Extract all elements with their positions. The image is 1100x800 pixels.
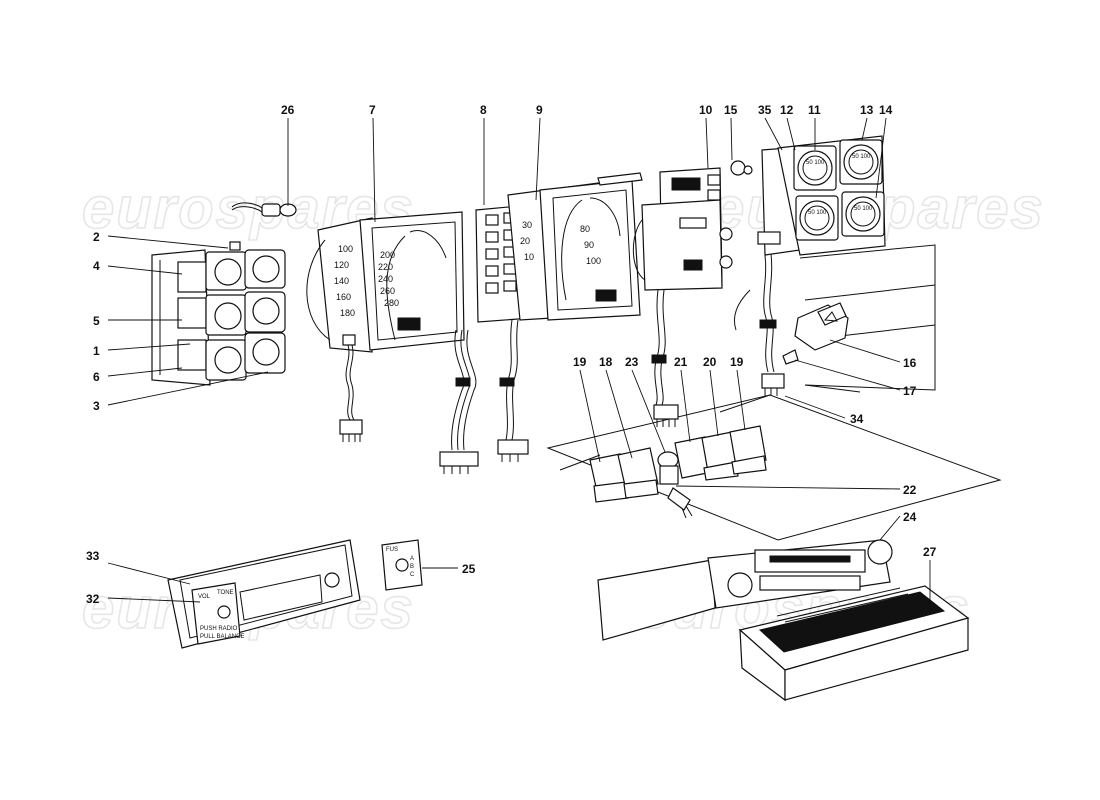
control-module-part	[632, 160, 753, 427]
gauge-scale-text: 50 100	[806, 160, 825, 166]
callout-label: 25	[462, 562, 476, 576]
speedo-tick: 220	[378, 262, 393, 272]
speedo-tick: 160	[336, 292, 351, 302]
callout-label: 8	[480, 103, 487, 117]
callout-label: 12	[780, 103, 794, 117]
callout-label: 35	[758, 103, 772, 117]
callout-label: 11	[808, 103, 821, 117]
gauge-scale-text: 50 100	[854, 206, 873, 212]
radio-console-part	[597, 539, 970, 702]
gauge-scale-text: 50 100	[808, 210, 827, 216]
speedo-tick: 200	[380, 250, 395, 260]
callout-label: 22	[903, 483, 917, 497]
gauge-scale-text: 50 100	[852, 154, 871, 160]
auxiliary-gauge-panel: 50 100 50 100 50 100 50 100	[733, 135, 886, 396]
speedo-tick: 240	[378, 274, 393, 284]
tacho-tick: 10	[524, 252, 534, 262]
speedo-tick: 280	[384, 298, 399, 308]
callout-label: 24	[903, 510, 917, 524]
tacho-tick: 80	[580, 224, 590, 234]
fuse-panel-label: B	[410, 564, 414, 570]
radio-trim-panel: VOL TONE PUSH RADIO PULL BALANCE	[167, 539, 361, 649]
callout-label: 19	[730, 355, 744, 369]
speedo-tick: 140	[334, 276, 349, 286]
radio-panel-label: PULL BALANCE	[200, 634, 244, 640]
console-outline	[546, 244, 1002, 541]
callout-label: 23	[625, 355, 639, 369]
leader-lines	[107, 117, 931, 610]
callout-label: 33	[86, 549, 100, 563]
tacho-tick: 20	[520, 236, 530, 246]
callout-label: 19	[573, 355, 587, 369]
fuse-panel-label: FUS	[386, 547, 398, 553]
callout-label: 4	[93, 259, 100, 273]
callout-label: 20	[703, 355, 717, 369]
hazard-switch-part	[782, 302, 849, 365]
tacho-tick: 30	[522, 220, 532, 230]
callout-label: 5	[93, 314, 100, 328]
callout-label: 21	[674, 355, 688, 369]
fuse-panel-label: C	[410, 572, 415, 578]
callout-label: 32	[86, 592, 100, 606]
callout-label: 13	[860, 103, 874, 117]
callout-label: 2	[93, 230, 100, 244]
callout-label: 3	[93, 399, 100, 413]
speedo-tick: 100	[338, 244, 353, 254]
tacho-tick: 100	[586, 256, 601, 266]
callout-label: 1	[93, 344, 100, 358]
radio-panel-label: TONE	[217, 590, 234, 596]
callout-label: 34	[850, 412, 864, 426]
fuse-panel-label: A	[410, 556, 414, 562]
rocker-switch-row	[589, 425, 767, 519]
speedo-tick: 260	[380, 286, 395, 296]
callout-label: 17	[903, 384, 917, 398]
callout-label: 27	[923, 545, 937, 559]
radio-panel-label: PUSH RADIO	[200, 626, 238, 632]
speedometer-part: 200 220 240 260 280 100 120 140 160 180	[306, 211, 465, 442]
callout-label: 18	[599, 355, 613, 369]
callout-label: 15	[724, 103, 738, 117]
callout-label: 16	[903, 356, 917, 370]
callout-labels: 26 7 8 9 10 15 35 12 11 13 14 2 4 5 1 6 …	[86, 103, 937, 606]
warning-lights-cluster	[151, 241, 286, 386]
radio-panel-label: VOL	[198, 594, 211, 600]
tacho-tick: 90	[584, 240, 594, 250]
callout-label: 7	[369, 103, 376, 117]
callout-label: 14	[879, 103, 893, 117]
speedo-tick: 180	[340, 308, 355, 318]
callout-label: 10	[699, 103, 713, 117]
callout-label: 9	[536, 103, 543, 117]
callout-label: 6	[93, 370, 100, 384]
callout-label: 26	[281, 103, 295, 117]
bulb-holder-part	[231, 202, 297, 217]
fuse-label-part: FUS A B C	[381, 539, 423, 591]
tachometer-part: 30 20 10 80 90 100	[507, 172, 643, 321]
speedo-tick: 120	[334, 260, 349, 270]
